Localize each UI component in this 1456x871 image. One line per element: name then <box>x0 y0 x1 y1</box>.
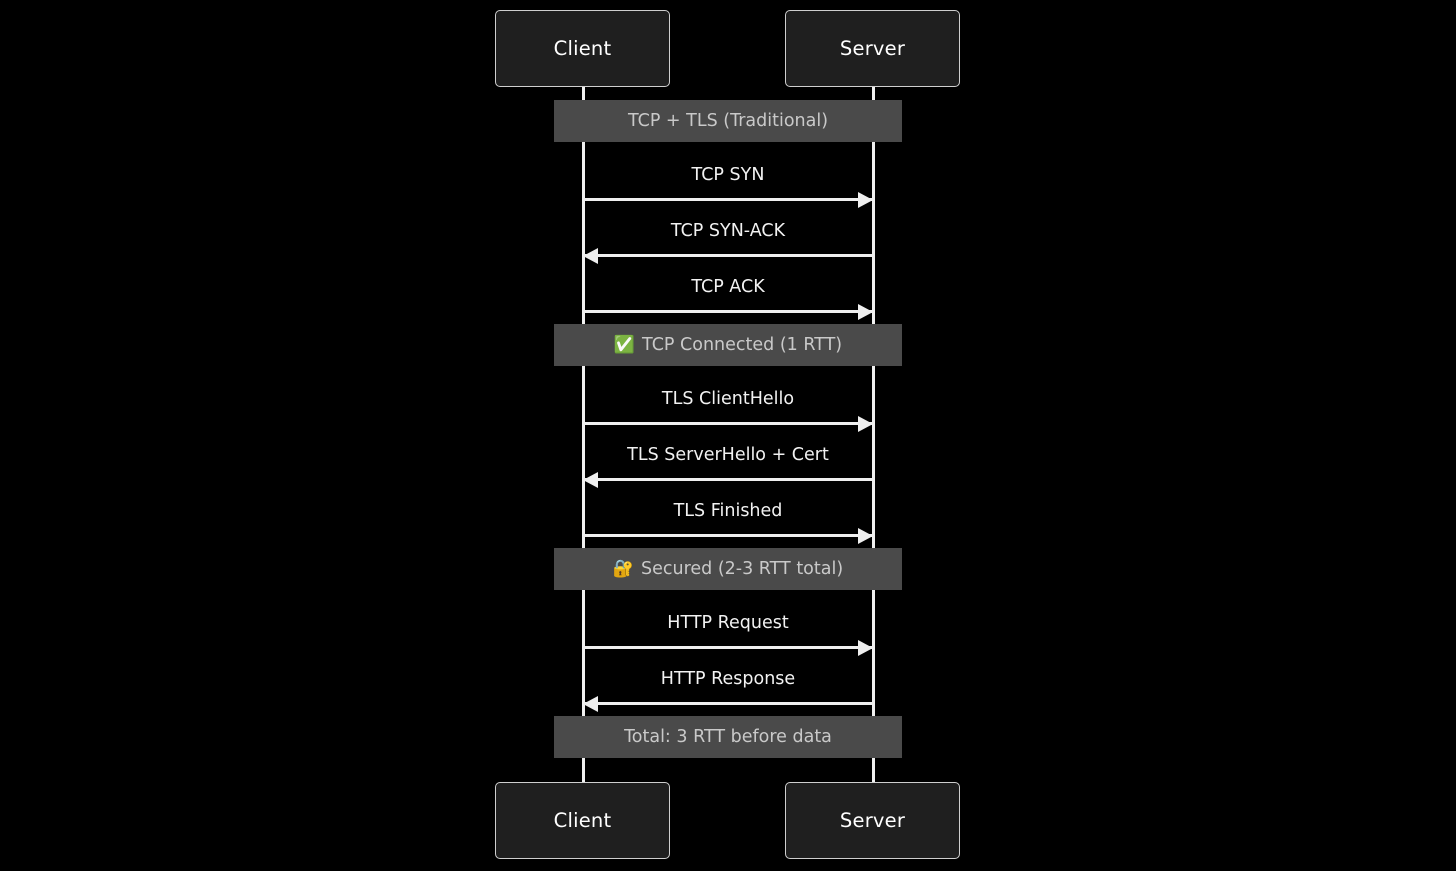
message-tcp-syn-arrowhead <box>858 191 873 208</box>
message-tls-finished-line <box>583 534 873 537</box>
message-tcp-ack-arrowhead <box>858 303 873 320</box>
message-tls-clienthello-arrowhead <box>858 415 873 432</box>
note-secured-label: Secured (2-3 RTT total) <box>640 559 844 579</box>
note-tcp-tls-traditional: TCP + TLS (Traditional) <box>554 100 902 142</box>
message-http-response-label: HTTP Response <box>660 669 796 689</box>
note-secured-icon: 🔐 <box>612 558 634 579</box>
actor-client-top-label: Client <box>553 37 612 60</box>
message-tcp-syn-ack-line <box>583 254 873 257</box>
actor-server-top-label: Server <box>839 37 906 60</box>
message-tcp-ack-label: TCP ACK <box>691 277 765 297</box>
message-tls-serverhello-label: TLS ServerHello + Cert <box>627 445 829 465</box>
note-tcp-tls-traditional-label: TCP + TLS (Traditional) <box>627 111 829 131</box>
note-tcp-connected: ✅ TCP Connected (1 RTT) <box>554 324 902 366</box>
message-tcp-syn-ack-arrowhead <box>583 247 598 264</box>
note-secured: 🔐 Secured (2-3 RTT total) <box>554 548 902 590</box>
note-total-rtt-label: Total: 3 RTT before data <box>624 727 832 747</box>
message-tcp-syn-ack-label: TCP SYN-ACK <box>670 221 786 241</box>
message-tls-clienthello-label: TLS ClientHello <box>661 389 795 409</box>
message-tls-serverhello-arrowhead <box>583 471 598 488</box>
actor-client-top[interactable]: Client <box>495 10 670 87</box>
note-tcp-connected-label: TCP Connected (1 RTT) <box>642 335 843 355</box>
actor-server-bottom-label: Server <box>839 809 906 832</box>
message-http-request-line <box>583 646 873 649</box>
actor-client-bottom-label: Client <box>553 809 612 832</box>
message-tls-clienthello-line <box>583 422 873 425</box>
message-tcp-syn-line <box>583 198 873 201</box>
message-tcp-syn-label: TCP SYN <box>691 165 765 185</box>
message-tls-finished-label: TLS Finished <box>673 501 783 521</box>
message-tls-finished-arrowhead <box>858 527 873 544</box>
message-http-response-arrowhead <box>583 695 598 712</box>
message-tls-serverhello-line <box>583 478 873 481</box>
message-http-request-arrowhead <box>858 639 873 656</box>
lifeline-server <box>871 87 875 782</box>
message-http-response-line <box>583 702 873 705</box>
lifeline-client <box>581 87 585 782</box>
message-http-request-label: HTTP Request <box>667 613 789 633</box>
actor-client-bottom[interactable]: Client <box>495 782 670 859</box>
actor-server-top[interactable]: Server <box>785 10 960 87</box>
note-tcp-connected-icon: ✅ <box>613 334 636 355</box>
note-total-rtt: Total: 3 RTT before data <box>554 716 902 758</box>
actor-server-bottom[interactable]: Server <box>785 782 960 859</box>
message-tcp-ack-line <box>583 310 873 313</box>
